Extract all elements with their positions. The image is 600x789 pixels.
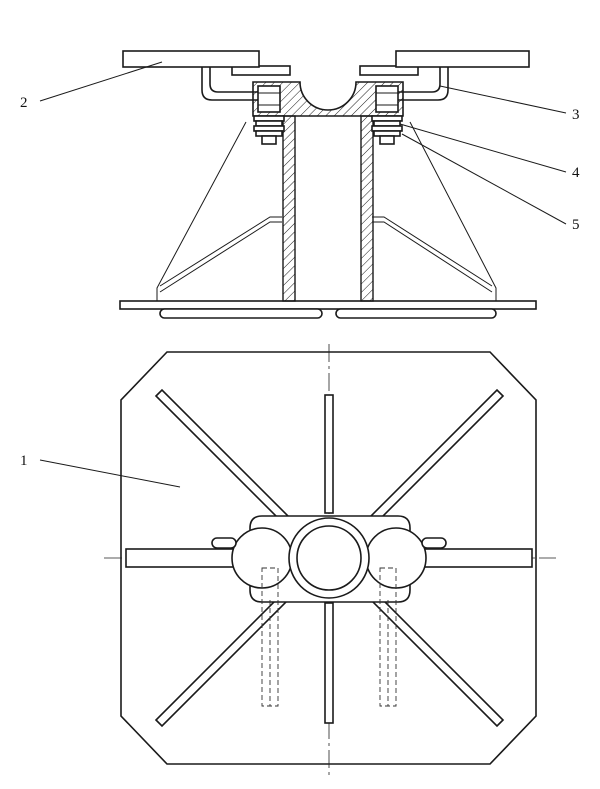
clamp-arm-right xyxy=(398,66,449,101)
top-washer-right xyxy=(359,65,419,76)
stay-left xyxy=(156,121,247,301)
callout-1: 1 xyxy=(20,453,28,469)
base-plate xyxy=(119,300,537,310)
bolt-head-left xyxy=(257,85,281,113)
callout-5: 5 xyxy=(572,217,580,233)
bolt-head-right xyxy=(375,85,399,113)
top-washer-left xyxy=(231,65,291,76)
plan-view xyxy=(104,344,556,776)
callout-4: 4 xyxy=(572,165,580,181)
diagonal-stays xyxy=(154,388,505,728)
rib-bottom xyxy=(324,602,334,724)
spring-stack-left xyxy=(253,115,285,145)
callouts: 2 3 4 5 1 xyxy=(20,61,580,488)
saddle-block xyxy=(252,81,404,117)
leader-4 xyxy=(399,123,567,173)
leader-3 xyxy=(439,85,567,114)
top-bar-left xyxy=(122,50,260,68)
leader-2 xyxy=(39,61,163,102)
column-wall-right xyxy=(360,115,374,302)
bottom-rod-right xyxy=(335,308,497,319)
leader-1 xyxy=(39,459,181,488)
spring-stack-right xyxy=(371,115,403,145)
leader-5 xyxy=(401,133,567,225)
gusset-left-lower xyxy=(159,221,282,293)
column-outer-ring xyxy=(288,517,370,599)
rib-top xyxy=(324,394,334,514)
gusset-right-lower xyxy=(372,221,493,293)
gusset-left xyxy=(159,216,282,287)
octagon-base-plate xyxy=(120,351,537,765)
callout-2: 2 xyxy=(20,95,28,111)
pin-right xyxy=(421,537,447,549)
stay-right xyxy=(409,121,497,301)
top-bar-right xyxy=(395,50,530,68)
pin-left xyxy=(211,537,237,549)
clamp-arm-left xyxy=(201,66,258,101)
column-inner-ring xyxy=(296,525,362,591)
gusset-right xyxy=(372,216,493,287)
elevation-view xyxy=(119,50,537,319)
column-wall-left xyxy=(282,115,296,302)
callout-3: 3 xyxy=(572,107,580,123)
bottom-rod-left xyxy=(159,308,323,319)
